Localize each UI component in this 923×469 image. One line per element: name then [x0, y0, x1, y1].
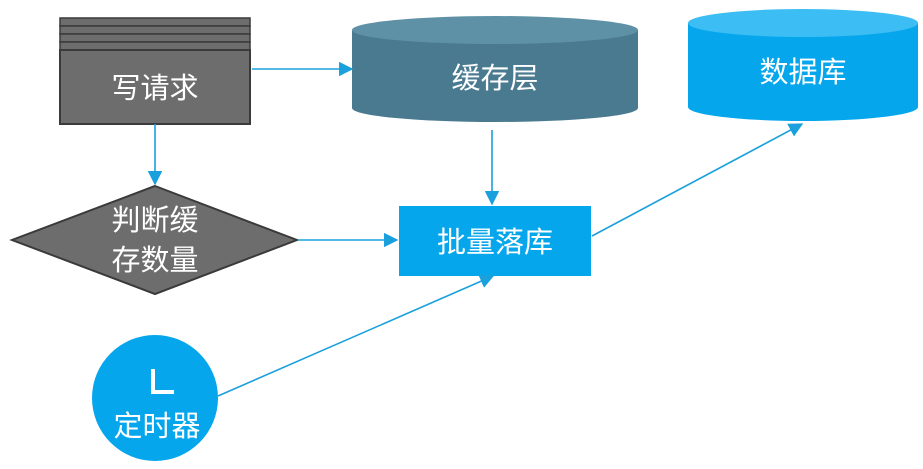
arrow-batch-to-database: [591, 123, 804, 237]
cache-layer-node: 缓存层: [352, 16, 638, 122]
database-node: 数据库: [688, 9, 918, 121]
cache-layer-label: 缓存层: [451, 61, 538, 95]
write-request-box: [59, 49, 251, 125]
write-request-node: 写请求: [59, 17, 251, 125]
write-request-label: 写请求: [111, 71, 198, 105]
database-label: 数据库: [759, 55, 846, 89]
timer-circle: [92, 335, 218, 461]
check-cache-count-label-line2: 存数量: [111, 243, 198, 277]
batch-persist-label: 批量落库: [437, 225, 553, 259]
clock-hands-icon: [151, 369, 174, 394]
cache-layer-body: [352, 30, 638, 122]
timer-label: 定时器: [113, 409, 200, 443]
check-cache-count-diamond: [9, 184, 300, 296]
write-request-stripe-4: [59, 41, 251, 51]
write-request-stripe-3: [59, 33, 251, 43]
cache-layer-top: [352, 16, 638, 44]
check-cache-count-label-line1: 判断缓: [111, 203, 198, 237]
write-request-stripe-1: [59, 17, 251, 27]
timer-node: 定时器: [92, 335, 218, 461]
database-body: [688, 23, 918, 121]
write-request-stripe-2: [59, 25, 251, 35]
database-top: [688, 9, 918, 37]
batch-persist-box: [399, 206, 591, 276]
arrow-timer-to-batch: [217, 274, 495, 397]
batch-persist-node: 批量落库: [399, 206, 591, 276]
check-cache-count-node: 判断缓 存数量: [9, 184, 300, 296]
